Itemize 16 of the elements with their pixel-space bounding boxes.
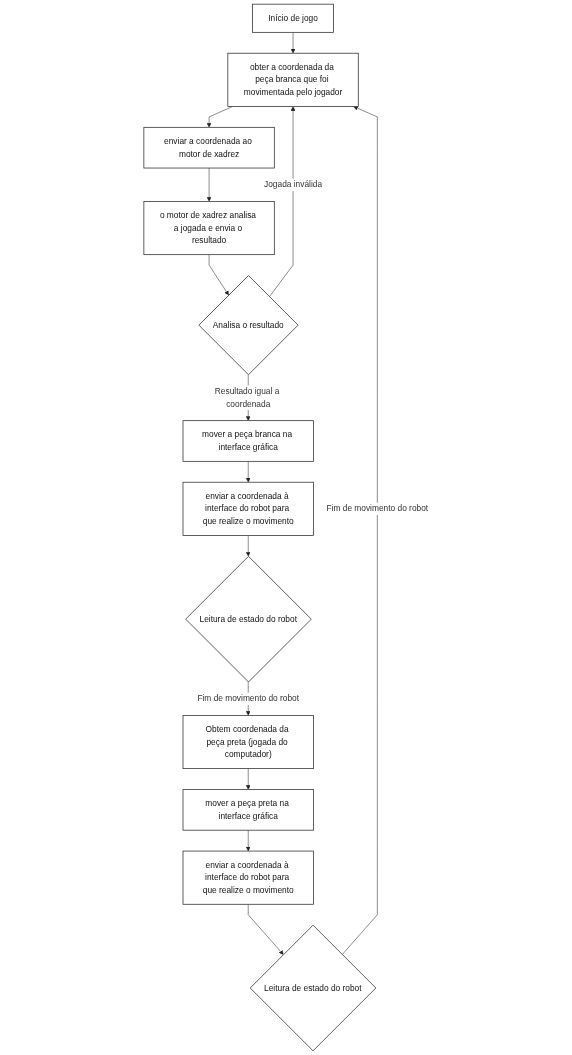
edge-label: Fim de movimento do robot — [326, 504, 429, 514]
node-box: enviar a coordenada ao motor de xadrez — [143, 126, 275, 169]
node-diamond: Leitura de estado do robot — [185, 555, 312, 683]
node-box: enviar a coordenada à interface do robot para que realize o movimento — [182, 481, 314, 536]
node-box: obter a coordenada da peça branca que foi movimentada pelo jogador — [227, 52, 359, 107]
node-box: Início de jogo — [252, 3, 334, 33]
edge-label: Fim de movimento do robot — [197, 693, 300, 703]
edge-label: Jogada inválida — [264, 180, 323, 189]
node-box: mover a peça preta na interface gráfica — [182, 789, 314, 831]
edge-label: Resultado igual a coordenada — [214, 386, 280, 409]
node-box: mover a peça branca na interface gráfica — [182, 420, 314, 462]
node-box: o motor de xadrez analisa a jogada e envia o resultado — [143, 201, 275, 256]
node-diamond: Analisa o resultado — [198, 275, 299, 376]
node-box: Obtem coordenada da peça preta (jogada do computador) — [182, 715, 314, 769]
node-box: enviar a coordenada à interface do robot para que realize o movimento — [182, 850, 314, 905]
node-diamond: Leitura de estado do robot — [249, 924, 377, 1052]
